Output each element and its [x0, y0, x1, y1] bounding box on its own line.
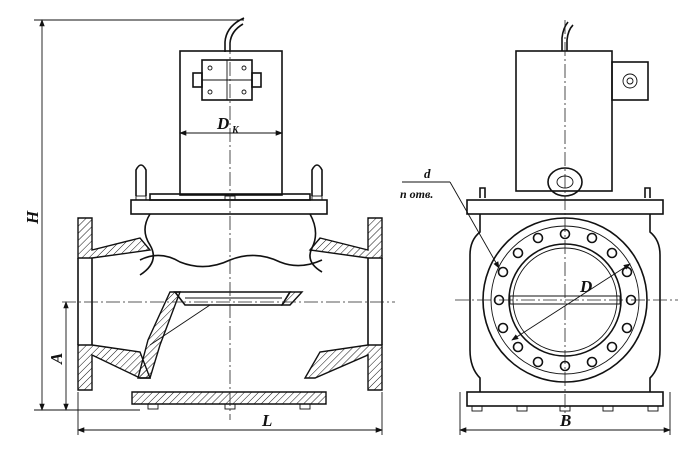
lift-eye-left: [135, 164, 147, 196]
side-junction-box: [611, 61, 649, 101]
cable: [224, 17, 245, 52]
d-bore-label: D: [579, 277, 592, 296]
seat-partition-left: [137, 291, 182, 379]
d-bore-dimension-line: [511, 263, 631, 341]
junction-box: [192, 59, 262, 101]
hole-diameter-label: d: [424, 166, 431, 181]
dk-subscript: K: [231, 125, 240, 136]
b-label: B: [559, 411, 571, 430]
hole-count-label: n отв.: [400, 187, 433, 201]
body-left-side: [469, 214, 481, 392]
bottom-bolts: [147, 403, 311, 410]
valve-disc: [173, 291, 292, 306]
side-view: D d n отв. B: [400, 20, 678, 435]
l-label: L: [261, 411, 272, 430]
inlet-flange-top: [77, 217, 152, 259]
lift-eye-right: [311, 164, 323, 196]
side-bottom-bolts: [471, 405, 659, 412]
seat-partition-right: [280, 291, 304, 306]
dk-label: D: [216, 114, 229, 133]
side-coil-housing: [515, 50, 613, 192]
break-line: [139, 254, 323, 268]
h-label: H: [23, 210, 42, 225]
a-label: A: [47, 353, 66, 365]
outlet-flange-top: [308, 217, 383, 259]
outlet-flange-bottom: [303, 344, 383, 391]
holes-leader-line: [449, 181, 500, 269]
coil-housing: [179, 50, 283, 196]
front-section-view: D K H A L: [23, 17, 395, 435]
bottom-cover: [131, 391, 327, 405]
body-right-side: [649, 214, 661, 392]
inlet-flange-bottom: [77, 344, 152, 391]
bonnet-flange: [130, 199, 328, 215]
